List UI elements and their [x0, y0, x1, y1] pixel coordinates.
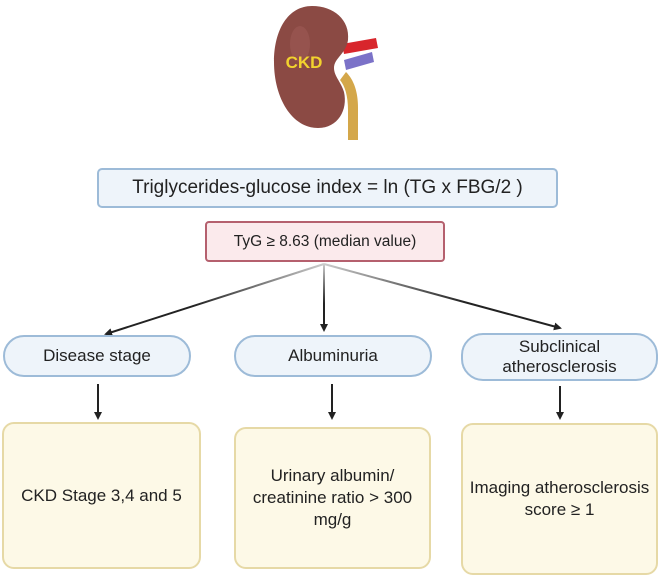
outcome-text: Imaging atherosclerosis score ≥ 1: [469, 478, 650, 519]
tyg-formula-box: Triglycerides-glucose index = ln (TG x F…: [97, 168, 558, 208]
kidney-icon: CKD: [274, 6, 378, 140]
kidney-shape: [274, 6, 349, 128]
vein-shape: [344, 52, 374, 70]
ureter-shape: [340, 72, 358, 140]
arrow-threshold-to-atherosclerosis: [323, 263, 562, 331]
category-label: Subclinical atherosclerosis: [502, 337, 617, 376]
arrow-threshold-to-disease-stage: [104, 263, 325, 336]
outcome-atherosclerosis-score: Imaging atherosclerosis score ≥ 1: [461, 423, 658, 575]
kidney-highlight: [290, 26, 310, 62]
tyg-threshold-box: TyG ≥ 8.63 (median value): [205, 221, 445, 262]
category-disease-stage: Disease stage: [3, 335, 191, 377]
outcome-albumin-ratio: Urinary albumin/ creatinine ratio > 300 …: [234, 427, 431, 569]
artery-shape: [342, 38, 378, 54]
outcome-ckd-stage: CKD Stage 3,4 and 5: [2, 422, 201, 569]
outcome-text: Urinary albumin/ creatinine ratio > 300 …: [252, 466, 413, 529]
category-albuminuria: Albuminuria: [234, 335, 432, 377]
kidney-label: CKD: [286, 53, 323, 72]
outcome-text: CKD Stage 3,4 and 5: [21, 485, 182, 505]
category-subclinical-atherosclerosis: Subclinical atherosclerosis: [461, 333, 658, 381]
